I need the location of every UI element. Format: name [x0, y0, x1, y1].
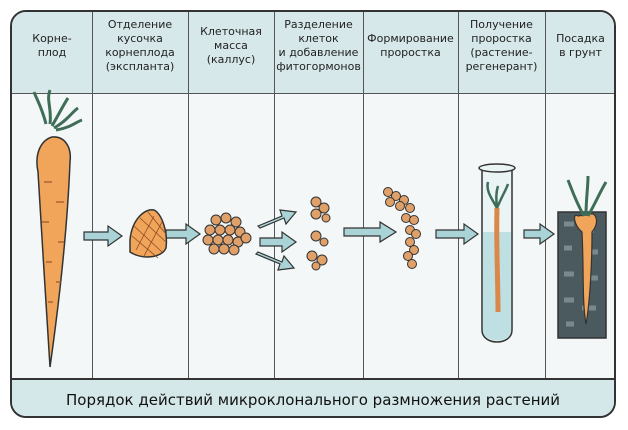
carrot-icon: [32, 89, 83, 368]
column-divider: [274, 12, 275, 378]
caption-bar: Порядок действий микроклонального размно…: [12, 378, 614, 416]
arrow-icon: [83, 224, 124, 248]
process-arrows: [83, 209, 556, 271]
header-divider: [12, 93, 614, 94]
explant-icon: [129, 209, 168, 259]
cell-clusters-icon: [306, 196, 331, 271]
arrow-icon: [165, 222, 202, 246]
shoot-icon: [383, 187, 421, 269]
arrow-icon: [254, 251, 296, 271]
column-divider: [363, 12, 364, 378]
column-divider: [188, 12, 189, 378]
test-tube-icon: [478, 163, 516, 343]
diagram-frame: Корне- плод Отделение кусочка корнеплода…: [10, 10, 616, 418]
arrow-icon: [259, 230, 298, 254]
arrow-icon: [435, 222, 480, 246]
column-divider: [545, 12, 546, 378]
stage-header-band: [12, 12, 614, 93]
caption: Порядок действий микроклонального размно…: [65, 391, 560, 409]
stage-label-root: Корне- плод: [32, 32, 72, 59]
arrow-icon: [343, 220, 398, 244]
callus-icon: [202, 212, 252, 256]
arrow-icon: [256, 209, 298, 229]
stage-label-planting: Посадка в грунт: [556, 32, 605, 59]
arrow-icon: [523, 222, 556, 246]
stage-label-callus: Клеточная масса (каллус): [200, 25, 262, 66]
column-divider: [92, 12, 93, 378]
column-divider: [458, 12, 459, 378]
stage-label-regenerant: Получение проростка (растение- регенеран…: [465, 18, 538, 73]
illustrations: [32, 89, 608, 368]
potted-carrot-icon: [557, 175, 608, 339]
stage-label-shoot-formation: Формирование проростка: [367, 32, 454, 59]
stage-label-cell-division: Разделение клеток и добавление фитогормо…: [276, 18, 361, 73]
stage-label-explant: Отделение кусочка корнеплода (экспланта): [105, 18, 175, 73]
